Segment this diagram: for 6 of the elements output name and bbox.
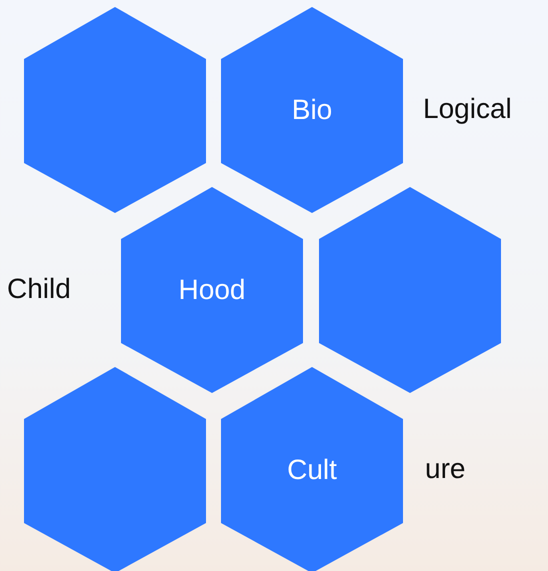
side-label: Child	[7, 273, 71, 305]
side-label: Logical	[423, 93, 512, 125]
side-label: ure	[425, 453, 466, 485]
hexagon-label: Hood	[178, 274, 246, 306]
hexagon-label: Cult	[287, 454, 337, 486]
hexagon-label: Bio	[292, 94, 332, 126]
